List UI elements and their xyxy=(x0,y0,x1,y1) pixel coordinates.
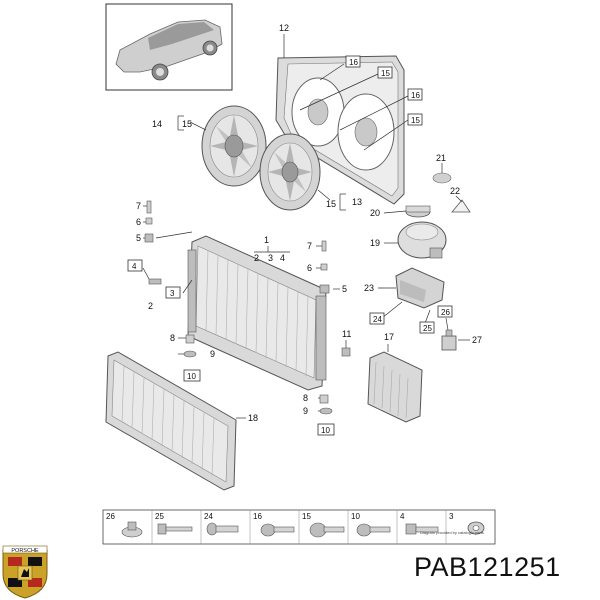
bolt-7-right xyxy=(321,240,327,252)
callout-15-left: 15 xyxy=(182,119,192,129)
callout-16-top: 16 xyxy=(349,58,358,67)
cap-gasket xyxy=(432,172,452,184)
bushing-8-left xyxy=(185,334,195,344)
legend-label-4: 16 xyxy=(253,512,262,521)
callout-21: 21 xyxy=(436,153,446,163)
legend-part-washer-icon xyxy=(467,521,485,535)
auxiliary-radiator xyxy=(105,351,237,491)
mount-5-right xyxy=(319,284,330,294)
callout-13: 13 xyxy=(352,197,362,207)
callout-6-left: 6 xyxy=(136,217,141,227)
callout-20: 20 xyxy=(370,208,380,218)
callout-15-bottom: 15 xyxy=(326,199,336,209)
leader-lines xyxy=(142,34,470,419)
warning-label xyxy=(451,199,471,213)
callout-7-left: 7 xyxy=(136,201,141,211)
car-icon xyxy=(115,19,223,81)
part-number: PAB121251 xyxy=(414,552,561,582)
callout-25: 25 xyxy=(423,324,432,333)
legend-part-short-bolt-icon xyxy=(405,523,439,535)
oil-cooler xyxy=(367,351,423,423)
bracket-11 xyxy=(341,347,351,357)
callout-3-left: 3 xyxy=(170,289,175,298)
expansion-tank-cap xyxy=(405,205,431,218)
callout-9-right: 9 xyxy=(303,406,308,416)
fan-blade-left xyxy=(201,105,267,187)
callout-14: 14 xyxy=(152,119,162,129)
legend-part-screw-icon xyxy=(206,522,239,536)
callout-23: 23 xyxy=(364,283,374,293)
callout-1: 1 xyxy=(264,235,269,245)
callout-9-left: 9 xyxy=(210,349,215,359)
callout-7-right: 7 xyxy=(307,241,312,251)
porsche-crest-icon: PORSCHE xyxy=(0,544,50,600)
callout-16-right: 16 xyxy=(411,91,420,100)
callout-17: 17 xyxy=(384,332,394,342)
callout-11: 11 xyxy=(342,329,351,339)
callout-2-left: 2 xyxy=(148,301,153,311)
callout-10-left: 10 xyxy=(187,372,196,381)
bolt-7-left xyxy=(146,200,152,214)
legend-label-3: 24 xyxy=(204,512,213,521)
tank-holder-bracket xyxy=(395,267,445,309)
callout-26: 26 xyxy=(441,308,450,317)
diagram-credit-note: Diagram provided by catalogic parts xyxy=(420,530,484,535)
legend-part-bolt-icon xyxy=(157,523,193,535)
callout-3-top: 3 xyxy=(268,253,273,263)
legend-label-8: 3 xyxy=(449,512,454,521)
washer-9-right xyxy=(319,407,333,415)
callout-8-left: 8 xyxy=(170,333,175,343)
legend-part-self-tapping-screw-icon xyxy=(356,523,391,537)
callout-22: 22 xyxy=(450,186,460,196)
callout-27: 27 xyxy=(472,335,482,345)
mount-5-left xyxy=(144,233,154,243)
callout-8-right: 8 xyxy=(303,393,308,403)
logo-text: PORSCHE xyxy=(11,548,39,554)
callout-18: 18 xyxy=(248,413,258,423)
callout-2-top: 2 xyxy=(254,253,259,263)
callout-15-right: 15 xyxy=(411,116,420,125)
callout-5-right: 5 xyxy=(342,284,347,294)
callout-12: 12 xyxy=(279,23,289,33)
clip-2-left xyxy=(148,278,162,285)
hardware-legend: 26 25 24 16 15 10 4 3 xyxy=(102,509,496,545)
legend-label-1: 26 xyxy=(106,512,115,521)
legend-part-bolt-long-icon xyxy=(260,523,295,537)
washer-9-left xyxy=(183,350,197,358)
bushing-8-right xyxy=(319,394,329,404)
fan-blade-right xyxy=(259,133,321,211)
coolant-expansion-tank xyxy=(397,221,447,259)
legend-part-flange-bolt-icon xyxy=(309,522,345,538)
legend-label-5: 15 xyxy=(302,512,311,521)
callout-4-left: 4 xyxy=(132,262,137,271)
nut-6-left xyxy=(145,217,153,225)
legend-part-clip-icon xyxy=(121,521,143,538)
callout-5-left: 5 xyxy=(136,233,141,243)
fastener-parts xyxy=(144,200,351,415)
callout-labels: 12 16 15 16 15 14 15 15 13 1 2 3 4 7 6 5… xyxy=(132,23,482,435)
callout-10-right: 10 xyxy=(321,426,330,435)
legend-label-6: 10 xyxy=(351,512,360,521)
legend-label-7: 4 xyxy=(400,512,405,521)
main-radiator xyxy=(187,235,327,391)
callout-4-top: 4 xyxy=(280,253,285,263)
callout-19: 19 xyxy=(370,238,380,248)
callout-24: 24 xyxy=(373,315,382,324)
vehicle-thumbnail xyxy=(105,3,233,91)
nut-6-right xyxy=(320,263,328,271)
callout-6-right: 6 xyxy=(307,263,312,273)
callout-15-top: 15 xyxy=(381,69,390,78)
coolant-sensor xyxy=(441,329,457,351)
callout-boxes xyxy=(127,55,453,436)
legend-label-2: 25 xyxy=(155,512,164,521)
